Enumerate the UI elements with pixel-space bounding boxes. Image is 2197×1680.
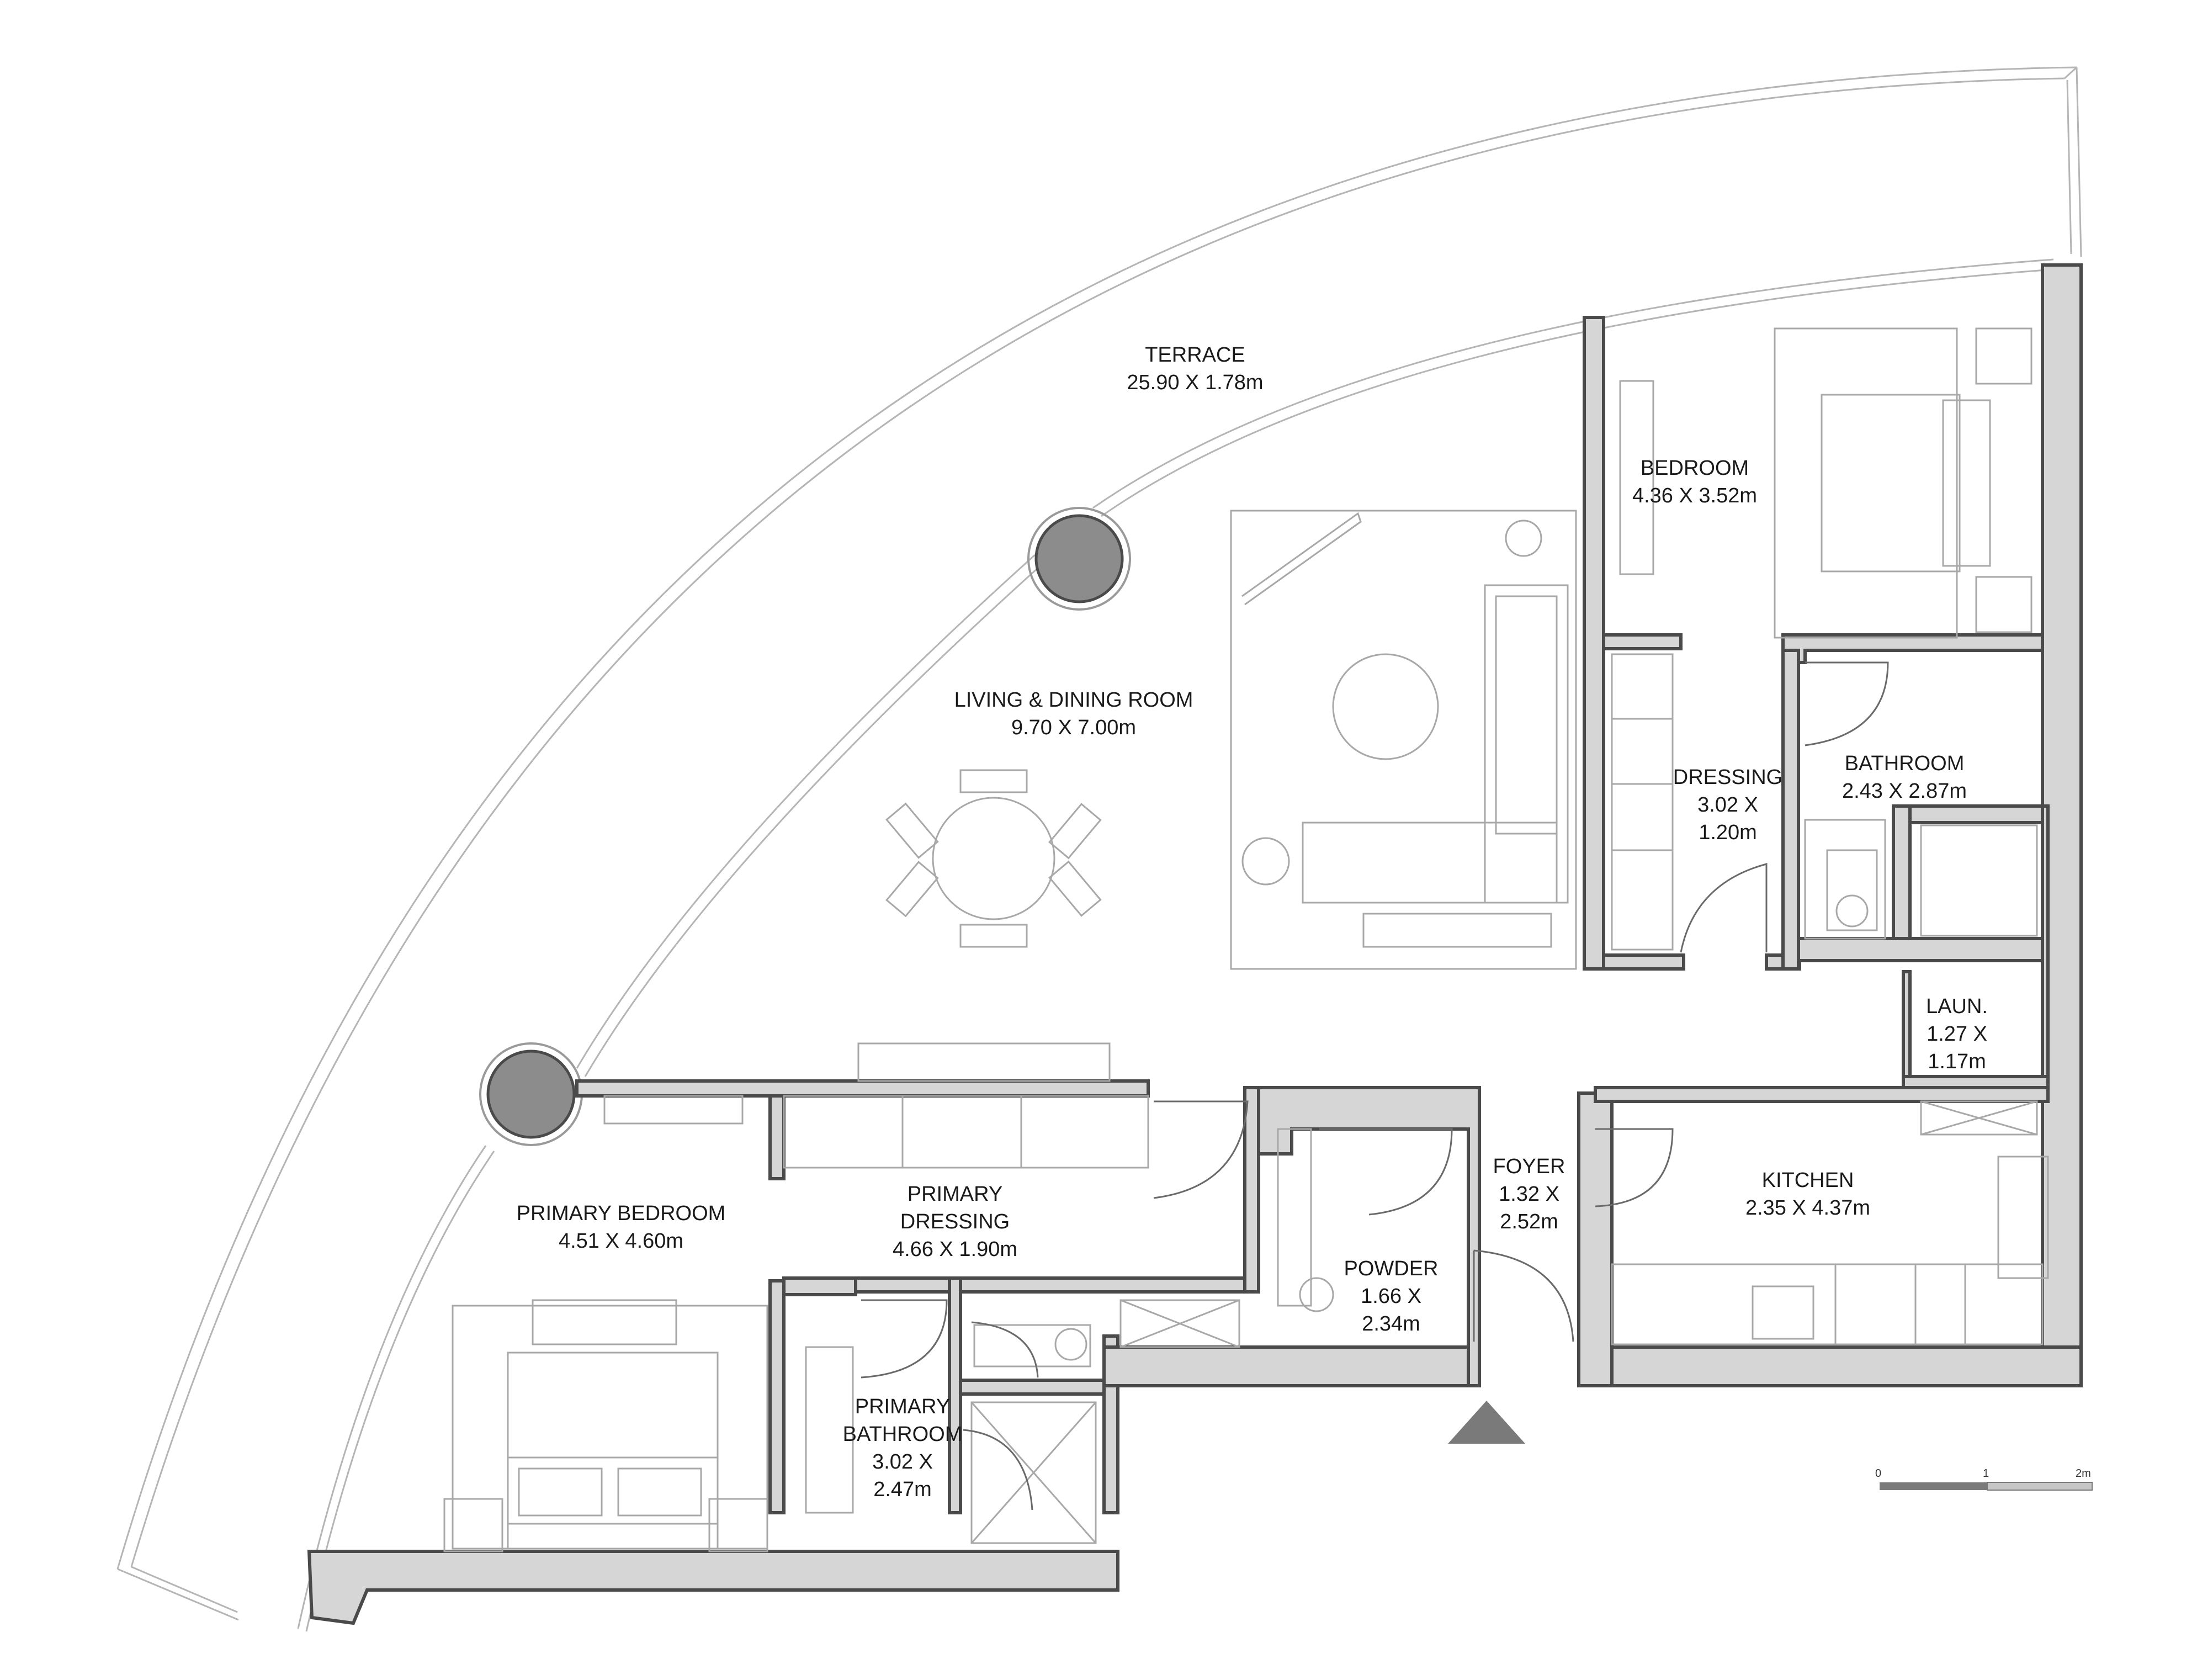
bathroom-size: 2.43 X 2.87m: [1842, 780, 1967, 803]
scale-tick-1: 1: [1983, 1467, 1989, 1480]
powder-label: POWDER: [1344, 1257, 1439, 1280]
entrance-arrow-icon: [1448, 1401, 1525, 1444]
living-dining-label: LIVING & DINING ROOM: [954, 688, 1193, 712]
primary-bathroom-label-line2: BATHROOM: [843, 1423, 963, 1446]
room-labels: TERRACE 25.90 X 1.78m BEDROOM 4.36 X 3.5…: [517, 343, 1988, 1501]
terrace-size: 25.90 X 1.78m: [1127, 371, 1263, 394]
dressing-size-line2: 1.20m: [1699, 821, 1757, 844]
terrace-label: TERRACE: [1145, 343, 1245, 367]
living-dining-size: 9.70 X 7.00m: [1011, 716, 1136, 739]
primary-bedroom-furniture: [443, 849, 1878, 1552]
living-furniture: [885, 510, 1577, 970]
kitchen-furniture: [1611, 1156, 2049, 1345]
primary-bathroom-label-line1: PRIMARY: [855, 1395, 950, 1418]
bathroom-label: BATHROOM: [1845, 752, 1965, 775]
bedroom-furniture: [1619, 327, 2033, 639]
primary-bathroom-size-line2: 2.47m: [873, 1478, 932, 1501]
dressing-label: DRESSING: [1673, 766, 1782, 789]
powder-size-line2: 2.34m: [1362, 1312, 1420, 1335]
primary-dressing-size: 4.66 X 1.90m: [893, 1238, 1017, 1261]
primary-dressing-label-line1: PRIMARY: [908, 1183, 1002, 1206]
primary-bedroom-size: 4.51 X 4.60m: [559, 1229, 683, 1253]
scale-tick-2m: 2m: [2076, 1467, 2091, 1480]
foyer-label: FOYER: [1493, 1155, 1566, 1178]
primary-bedroom-label: PRIMARY BEDROOM: [517, 1202, 726, 1225]
interior-lines: [970, 653, 2038, 1544]
primary-bathroom-size-line1: 3.02 X: [872, 1450, 933, 1474]
laundry-label: LAUN.: [1926, 995, 1988, 1018]
foyer-size-line2: 2.52m: [1500, 1210, 1558, 1233]
bedroom-label: BEDROOM: [1641, 457, 1749, 480]
laundry-size-line2: 1.17m: [1928, 1050, 1986, 1073]
scale-tick-0: 0: [1875, 1467, 1881, 1480]
laundry-size-line1: 1.27 X: [1927, 1022, 1987, 1046]
doors: [861, 661, 1889, 1511]
scale-bar: 0 1 2m: [1875, 1467, 2093, 1491]
walls: [307, 263, 2083, 1625]
terrace-outline: [116, 66, 2082, 1621]
powder-size-line1: 1.66 X: [1361, 1285, 1421, 1308]
kitchen-label: KITCHEN: [1762, 1169, 1854, 1192]
dressing-size-line1: 3.02 X: [1697, 793, 1758, 817]
kitchen-size: 2.35 X 4.37m: [1745, 1196, 1870, 1220]
column-upper: [1027, 507, 1131, 611]
facade-glazing: [297, 258, 2054, 1632]
foyer-size-line1: 1.32 X: [1499, 1183, 1559, 1206]
primary-dressing-label-line2: DRESSING: [900, 1210, 1010, 1233]
bedroom-size: 4.36 X 3.52m: [1632, 484, 1757, 507]
column-lower: [479, 1042, 583, 1146]
